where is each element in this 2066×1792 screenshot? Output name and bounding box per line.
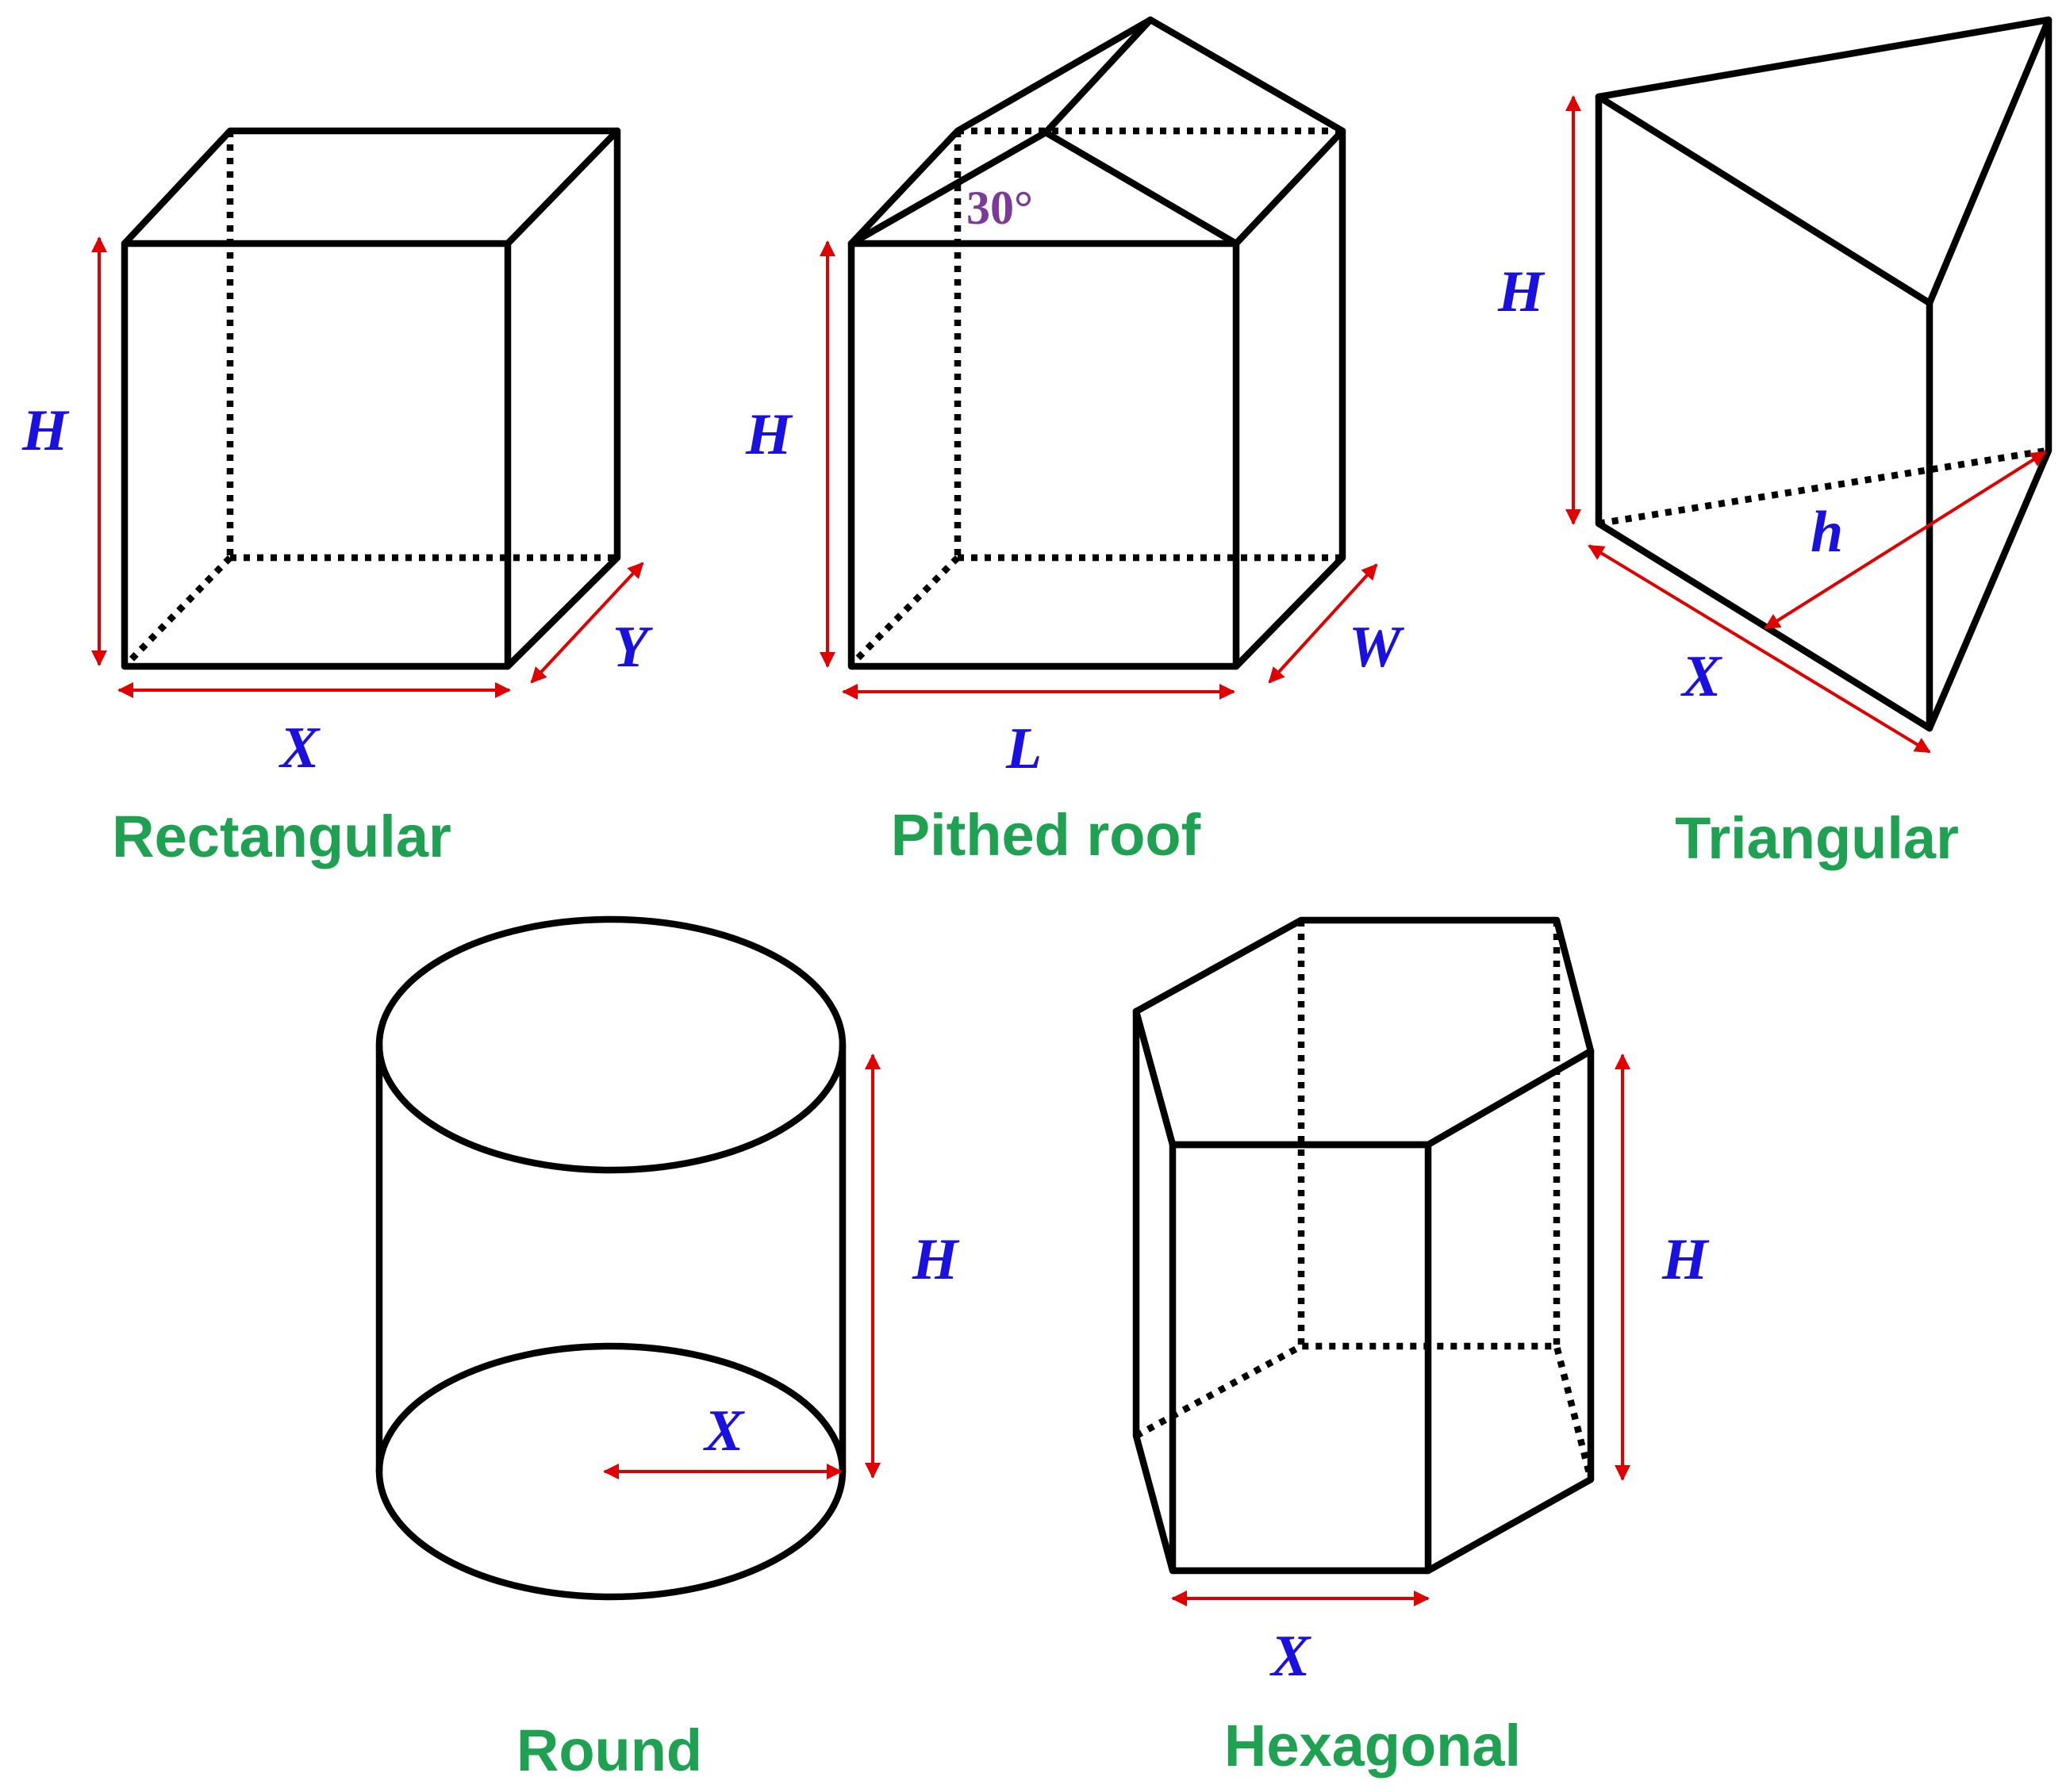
round-visible-edges (375, 915, 847, 1601)
pitched-roof-visible-edges (847, 16, 1346, 670)
pitched-roof-length-label: L (1005, 716, 1042, 781)
hexagonal-dimensions (1171, 1053, 1630, 1606)
round-height-label: H (912, 1227, 960, 1292)
triangular-altitude-label: h (1811, 500, 1843, 565)
round-cylinder: H X Round (375, 915, 960, 1783)
depth-dimension-arrow (530, 562, 644, 684)
pitched-roof-width-label: W (1349, 615, 1405, 680)
hexagonal-side-label: X (1269, 1624, 1311, 1689)
round-title: Round (516, 1717, 702, 1783)
round-radius-label: X (703, 1399, 745, 1464)
triangular-side-label: X (1680, 644, 1722, 709)
rectangular-height-label: H (21, 398, 70, 463)
pitched-roof-prism: 30° H L W Pithed roof (745, 16, 1405, 868)
triangular-prism: H X h Triangular (1497, 16, 2053, 871)
hexagonal-height-label: H (1661, 1227, 1710, 1292)
pitched-roof-height-label: H (745, 402, 793, 467)
rectangular-width-label: X (278, 716, 321, 781)
hexagonal-hidden-edges (1134, 920, 1595, 1481)
triangular-visible-edges (1595, 16, 2053, 732)
altitude-dimension-arrow (1764, 451, 2047, 630)
roof-angle-label: 30° (966, 182, 1033, 234)
hexagonal-title: Hexagonal (1224, 1713, 1521, 1779)
round-dimensions (603, 1053, 881, 1479)
triangular-title: Triangular (1675, 805, 1959, 871)
rectangular-hidden-edges (121, 131, 617, 669)
width-dimension-arrow (1268, 563, 1378, 684)
hexagonal-visible-edges (1132, 916, 1595, 1575)
pitched-roof-hidden-edges (848, 127, 1342, 667)
rectangular-dimensions (91, 236, 644, 698)
rectangular-title: Rectangular (112, 804, 451, 869)
triangular-dimensions (1565, 95, 2047, 754)
triangular-height-label: H (1497, 259, 1546, 324)
pitched-roof-dimensions (820, 240, 1378, 700)
pitched-roof-title: Pithed roof (891, 802, 1201, 868)
side-dimension-arrow (1588, 544, 1931, 754)
hexagonal-prism: H X Hexagonal (1132, 916, 1710, 1779)
rectangular-prism: H X Y Rectangular (21, 127, 653, 869)
rectangular-depth-label: Y (613, 615, 653, 680)
